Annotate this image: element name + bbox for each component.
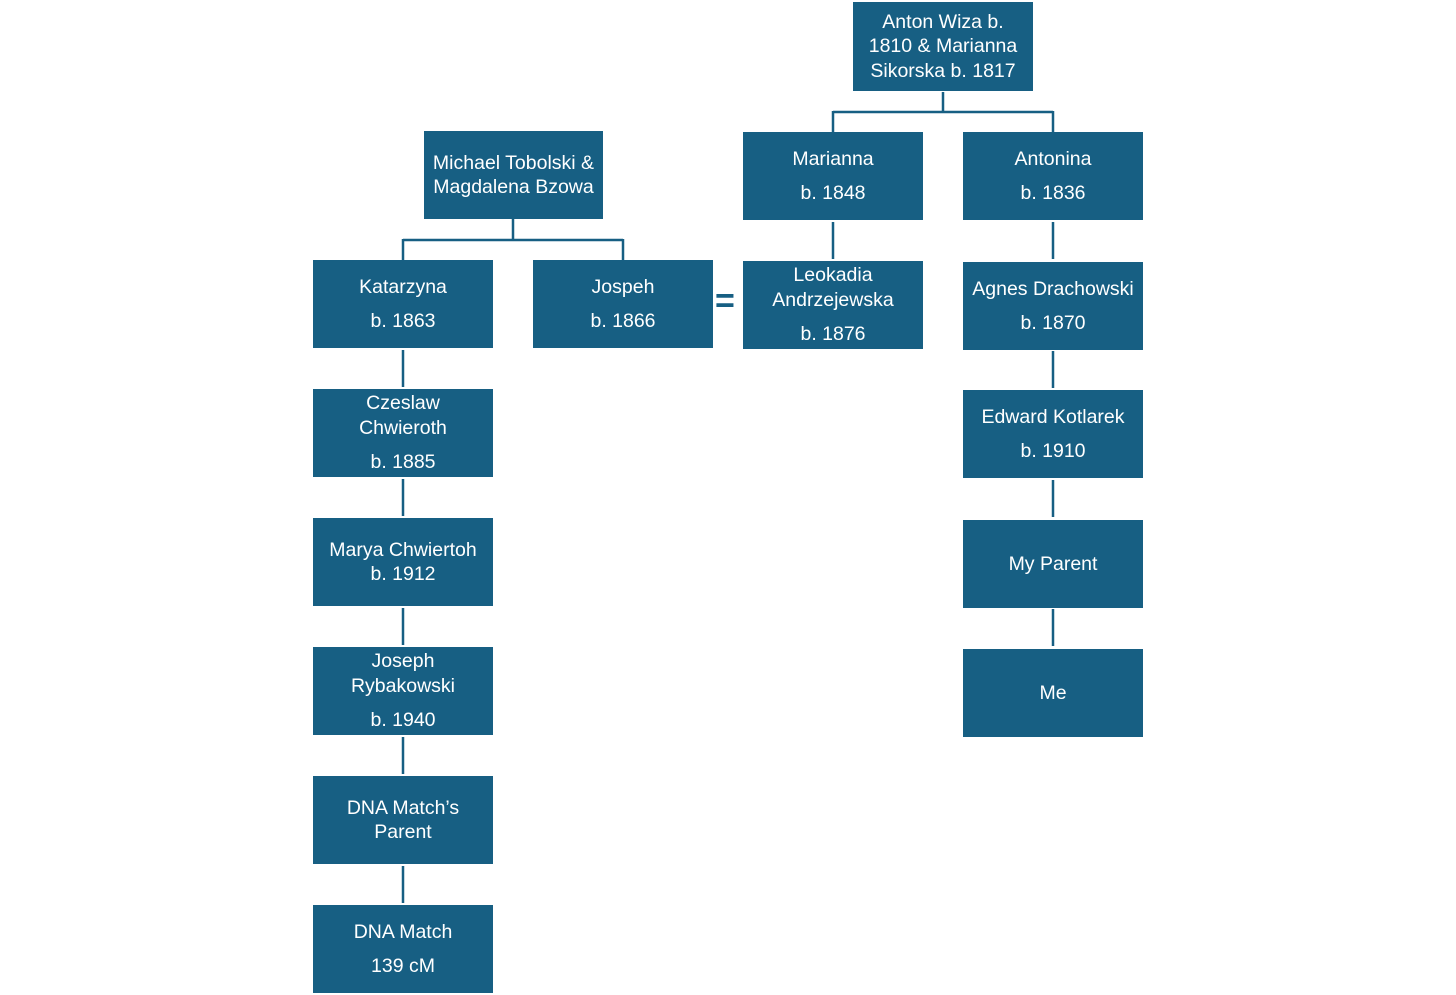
- node-marianna: Marianna b. 1848: [743, 132, 923, 220]
- node-name: Joseph Rybakowski: [350, 650, 456, 697]
- node-joseph-rybakowski: Joseph Rybakowski b. 1940: [313, 647, 493, 735]
- node-shared-cm: 139 cM: [371, 955, 435, 977]
- node-birth: b. 1870: [1020, 312, 1086, 334]
- node-name: Edward Kotlarek: [981, 405, 1125, 428]
- node-edward-kotlarek: Edward Kotlarek b. 1910: [963, 390, 1143, 478]
- node-my-parent: My Parent: [963, 520, 1143, 608]
- node-birth: b. 1863: [370, 310, 436, 332]
- node-me: Me: [963, 649, 1143, 737]
- node-birth: b. 1836: [1020, 182, 1086, 204]
- node-marya-chwiertoh: Marya Chwiertoh b. 1912: [313, 518, 493, 606]
- node-name: Michael Tobolski & Magdalena Bzowa: [432, 151, 595, 199]
- node-agnes-drachowski: Agnes Drachowski b. 1870: [963, 262, 1143, 350]
- node-birth: b. 1910: [1020, 440, 1086, 462]
- node-name: Jospeh: [591, 275, 655, 298]
- node-name: DNA Match: [353, 920, 453, 943]
- node-michael-tobolski-magdalena-bzowa: Michael Tobolski & Magdalena Bzowa: [424, 131, 603, 219]
- node-leokadia-andrzejewska: Leokadia Andrzejewska b. 1876: [743, 261, 923, 349]
- node-name: Marya Chwiertoh: [329, 538, 477, 561]
- node-anton-wiza-marianna-sikorska: Anton Wiza b. 1810 & Marianna Sikorska b…: [853, 2, 1033, 91]
- node-name: Leokadia Andrzejewska: [772, 264, 894, 311]
- node-name: Anton Wiza b. 1810 & Marianna Sikorska b…: [868, 10, 1018, 82]
- node-katarzyna: Katarzyna b. 1863: [313, 260, 493, 348]
- marriage-equals-symbol: =: [715, 282, 735, 320]
- node-name: Agnes Drachowski: [972, 277, 1134, 300]
- node-birth: b. 1876: [800, 323, 866, 346]
- node-birth: b. 1912: [370, 563, 436, 585]
- node-name: Marianna: [792, 147, 874, 170]
- node-birth: b. 1866: [590, 310, 656, 332]
- node-birth: b. 1885: [370, 451, 436, 474]
- node-name: My Parent: [1008, 552, 1098, 575]
- node-dna-match: DNA Match 139 cM: [313, 905, 493, 993]
- node-name: Czeslaw Chwieroth: [359, 392, 447, 439]
- node-jospeh: Jospeh b. 1866: [533, 260, 713, 348]
- node-birth: b. 1940: [370, 709, 436, 732]
- node-birth: b. 1848: [800, 182, 866, 204]
- node-antonina: Antonina b. 1836: [963, 132, 1143, 220]
- node-name: Antonina: [1014, 147, 1092, 170]
- node-name: Katarzyna: [359, 275, 447, 298]
- node-name: Me: [1039, 681, 1067, 704]
- node-dna-match-parent: DNA Match’s Parent: [313, 776, 493, 864]
- node-czeslaw-chwieroth: Czeslaw Chwieroth b. 1885: [313, 389, 493, 477]
- node-name: DNA Match’s Parent: [346, 796, 460, 844]
